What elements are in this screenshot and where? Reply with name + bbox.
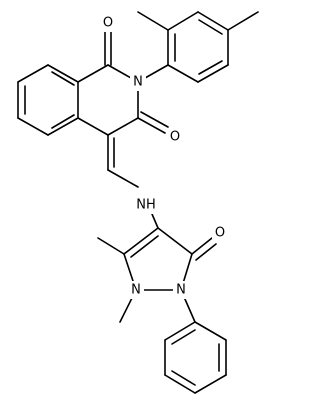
atom-n-isoquinoline: N [130,73,146,91]
bond-ph-6 [164,321,196,341]
atom-o-top-label: O [103,16,113,31]
chemical-structure-diagram: O N O NH O N N [17,11,259,394]
atom-n-phenyl: N [173,281,189,299]
atom-o-pyrazolone-label: O [215,226,225,241]
atom-o-top: O [100,14,116,32]
bond-ph-3 [194,374,227,394]
bond-ph-1 [194,321,227,341]
bond-benzo-6 [17,64,49,83]
bond-pyr-methyl-c [97,237,125,255]
atom-o-right-label: O [170,130,180,145]
bond-pyr-c4-c5 [157,227,193,255]
bond-benzo-1 [47,64,79,83]
bond-aryl-5 [197,64,229,83]
bond-c3-o-a [137,117,166,134]
bond-pyr-c3-c4 [123,227,159,255]
atom-nh: NH [132,196,160,214]
bond-benzo-3 [47,117,79,136]
atom-n-isoquinoline-label: N [133,75,143,90]
bond-aryl-methyl-para [227,11,259,31]
bond-aryl-2 [167,11,199,31]
bond-pyr-co-a [191,237,213,255]
bond-ph-4-inner [171,370,196,386]
bond-ch-nh [107,169,139,188]
atom-n-methyl: N [128,281,144,299]
bond-ring-c8a-c1 [77,64,109,83]
bond-ph-4 [164,374,196,394]
atom-nh-label: NH [136,198,156,213]
bond-aryl-6 [167,64,199,83]
bond-pyr-co-b [195,243,217,261]
bond-ph-6-inner [171,329,196,345]
bond-aryl-5-inner [198,60,223,75]
bond-c3-o-b [140,111,169,128]
bond-aryl-3 [197,11,229,31]
bond-ring-c3-c4 [107,117,139,136]
atom-o-pyrazolone: O [212,224,228,242]
bond-pyr-c3-c4-inner [130,235,159,258]
bond-nh-c4pyr [151,213,159,229]
bond-benzo-3-inner [51,114,75,129]
bond-ring-c4-c4a [77,117,109,136]
atom-o-right: O [167,128,183,146]
atom-labels: O N O NH O N N [100,14,228,299]
bond-benzo-4 [17,117,49,136]
atom-n-methyl-label: N [131,283,141,298]
bond-aryl-methyl-ortho [137,11,169,31]
atom-n-phenyl-label: N [176,283,186,298]
bond-aryl-3-inner [198,19,223,35]
bond-benzo-1-inner [51,71,75,86]
